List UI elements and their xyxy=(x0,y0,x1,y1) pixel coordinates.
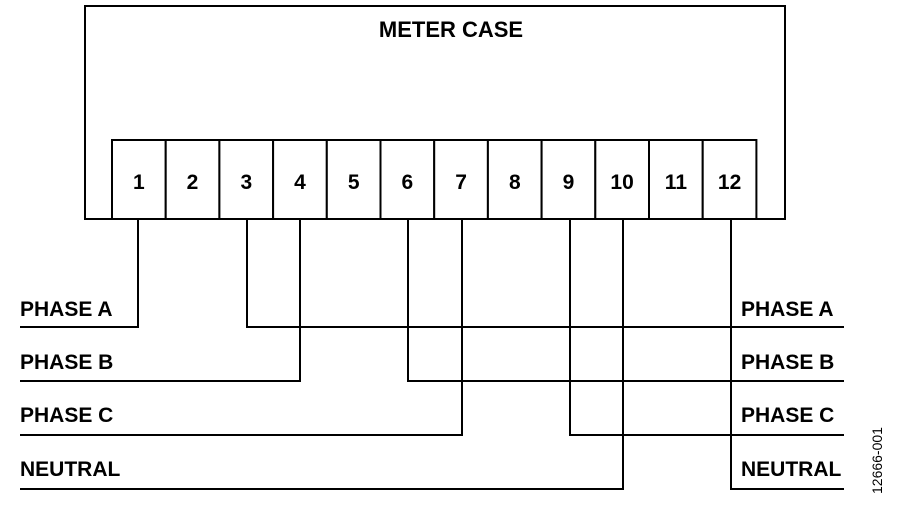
wire-right-phase-a xyxy=(246,219,844,328)
wire-left-phase-c xyxy=(20,219,463,436)
terminal-number-1: 1 xyxy=(133,171,145,194)
wire-right-phase-b xyxy=(407,219,844,382)
right-label-phase-b: PHASE B xyxy=(741,351,834,374)
terminal-12 xyxy=(701,139,758,220)
terminal-number-3: 3 xyxy=(240,171,252,194)
terminal-number-9: 9 xyxy=(563,171,575,194)
terminal-number-4: 4 xyxy=(294,171,306,194)
wire-right-phase-c xyxy=(569,219,844,436)
terminal-8 xyxy=(486,139,543,220)
wire-left-phase-a xyxy=(20,219,139,328)
meter-case-title: METER CASE xyxy=(379,17,523,42)
left-label-phase-a: PHASE A xyxy=(20,298,113,321)
terminal-9 xyxy=(540,139,597,220)
figure-id: 12666-001 xyxy=(869,427,885,494)
left-label-phase-b: PHASE B xyxy=(20,351,113,374)
terminal-11 xyxy=(648,139,704,220)
terminal-number-2: 2 xyxy=(187,171,199,194)
wire-right-neutral xyxy=(730,219,844,490)
terminal-1 xyxy=(111,139,167,220)
right-label-neutral: NEUTRAL xyxy=(741,458,841,481)
wire-left-neutral xyxy=(20,219,624,490)
terminal-2 xyxy=(164,139,221,220)
terminal-number-8: 8 xyxy=(509,171,521,194)
terminal-number-12: 12 xyxy=(718,171,741,194)
terminal-number-7: 7 xyxy=(455,171,467,194)
terminal-number-10: 10 xyxy=(610,171,633,194)
wire-left-phase-b xyxy=(20,219,301,382)
right-label-phase-c: PHASE C xyxy=(741,404,834,427)
terminal-number-5: 5 xyxy=(348,171,360,194)
terminal-number-6: 6 xyxy=(402,171,414,194)
left-label-phase-c: PHASE C xyxy=(20,404,113,427)
terminal-number-11: 11 xyxy=(665,171,688,194)
terminal-5 xyxy=(325,139,382,220)
left-label-neutral: NEUTRAL xyxy=(20,458,120,481)
terminal-7 xyxy=(433,139,489,220)
right-label-phase-a: PHASE A xyxy=(741,298,834,321)
